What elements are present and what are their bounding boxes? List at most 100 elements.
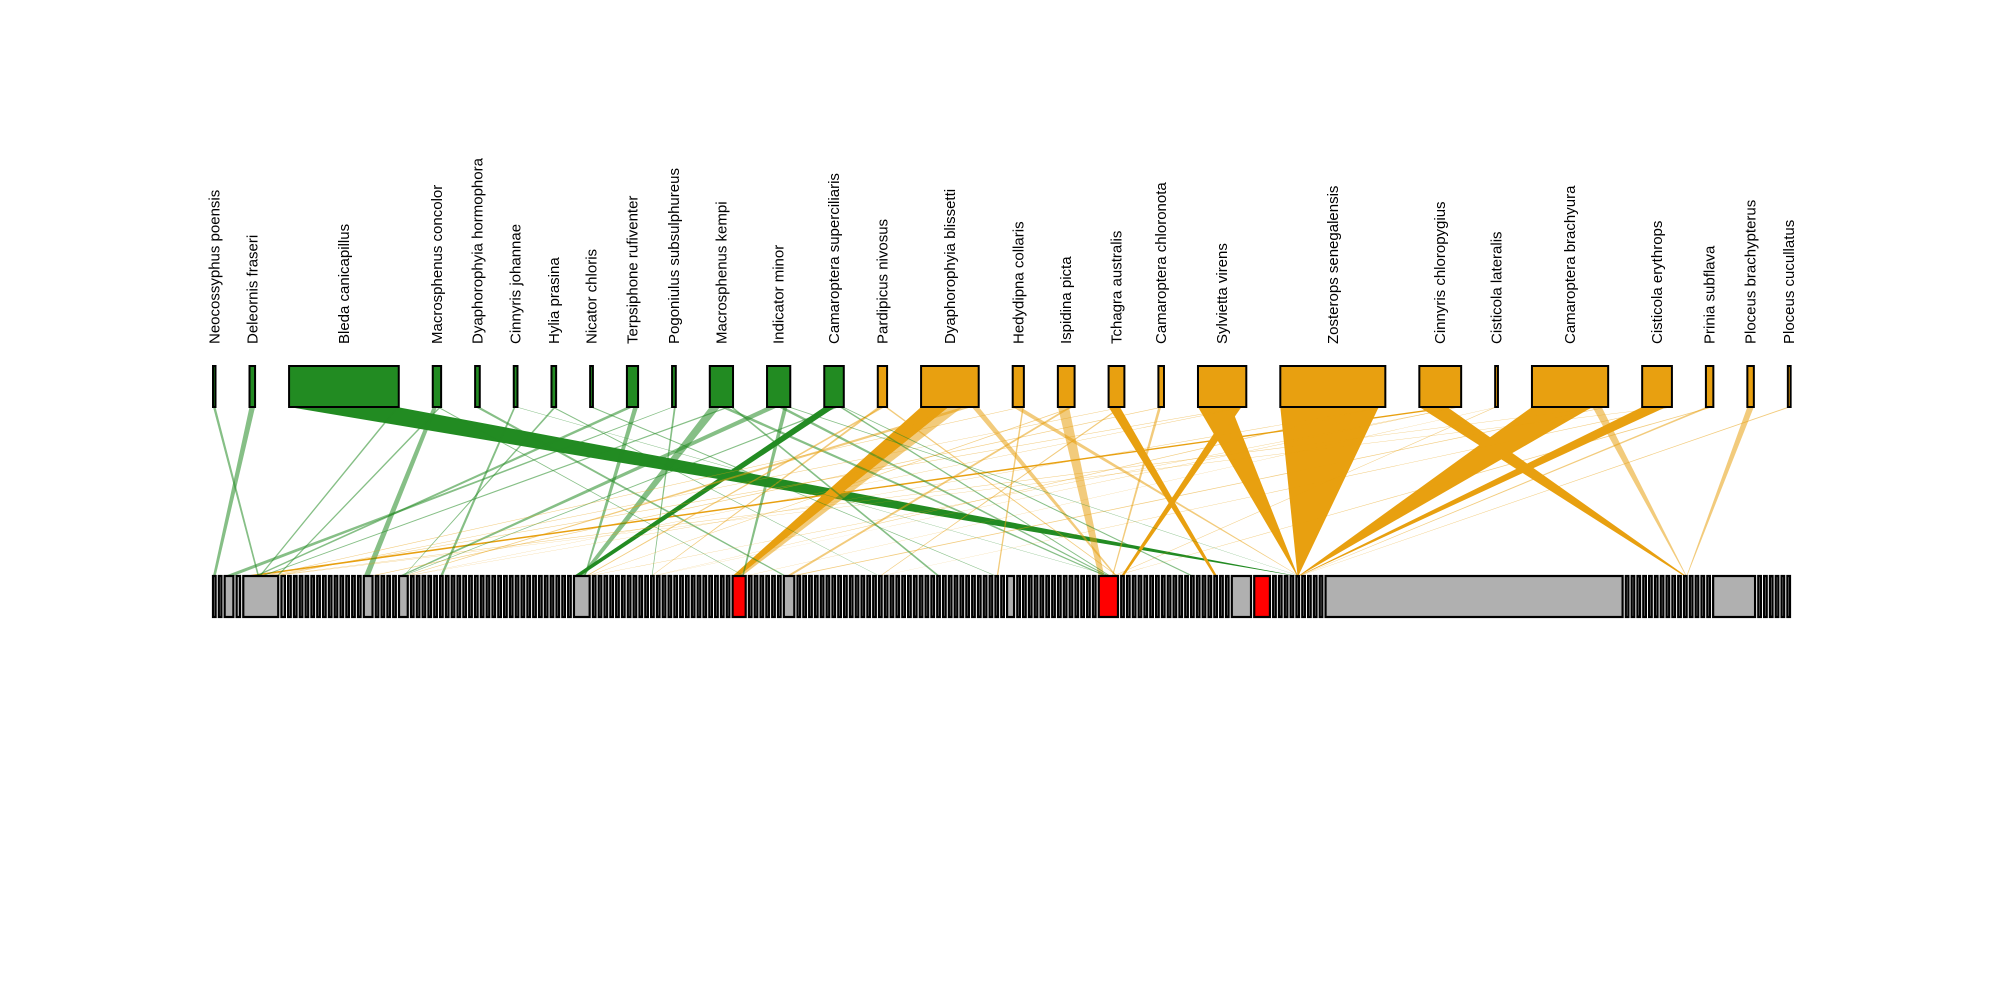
plant-box — [819, 574, 825, 619]
bird-label: Camaroptera superciliaris — [826, 173, 843, 344]
plant-box — [356, 574, 362, 619]
plant-box — [1301, 574, 1306, 619]
plant-box — [321, 574, 327, 619]
bird-label: Zosterops senegalensis — [1325, 186, 1342, 344]
plant-box — [1137, 574, 1143, 619]
interaction-link — [405, 407, 1386, 576]
interaction-link — [841, 407, 1194, 576]
plant-box — [1224, 574, 1230, 619]
interaction-link — [403, 407, 557, 576]
plant-box — [1213, 574, 1219, 619]
bird-label: Dyaphorophyia blissetti — [942, 189, 959, 344]
plant-box — [872, 574, 877, 619]
plant-box — [1195, 574, 1201, 619]
bird-label: Pardipicus nivosus — [874, 219, 891, 344]
plant-box — [479, 574, 485, 619]
plant-box — [1039, 574, 1045, 619]
interaction-link — [880, 407, 1672, 576]
plant-box — [684, 574, 690, 619]
plant-box — [339, 574, 345, 619]
interaction-link — [260, 407, 731, 576]
bird-label: Pogoniulus subsulphureus — [666, 168, 683, 344]
interaction-link — [213, 407, 256, 576]
plant-box — [235, 574, 242, 619]
interaction-link — [587, 407, 1075, 576]
interaction-link — [271, 407, 1670, 576]
plant-box — [936, 574, 941, 619]
bird-label: Prinia subflava — [1702, 245, 1719, 344]
plant-box — [994, 574, 1000, 619]
bird-box — [708, 365, 735, 408]
bird-box — [1641, 365, 1673, 408]
plant-box — [549, 574, 555, 619]
plant-box — [644, 574, 649, 619]
plant-box — [714, 574, 719, 619]
plant-box — [1757, 574, 1762, 619]
interaction-link — [884, 407, 1118, 576]
plant-box — [1706, 574, 1712, 619]
interaction-link — [436, 407, 745, 576]
plant-box — [649, 574, 655, 619]
plant-box — [1624, 574, 1630, 619]
plant-box — [1086, 574, 1091, 619]
plant-box — [1045, 574, 1051, 619]
plant-box — [397, 574, 409, 619]
interaction-link — [777, 407, 1110, 576]
plant-box — [1630, 574, 1636, 619]
plant-box — [813, 574, 819, 619]
plant-box — [1120, 574, 1125, 619]
plant-box — [696, 574, 702, 619]
bird-box — [1011, 365, 1025, 408]
bird-box — [1418, 365, 1463, 408]
plant-box — [1143, 574, 1149, 619]
plant-box — [837, 574, 842, 619]
plant-box — [211, 574, 217, 619]
interaction-link — [213, 407, 260, 576]
interaction-link — [263, 407, 1023, 576]
plant-box — [1653, 574, 1659, 619]
plant-box — [1768, 574, 1774, 619]
interaction-link — [720, 407, 1108, 576]
bird-box — [589, 365, 594, 408]
plant-box — [854, 574, 860, 619]
plant-box — [1021, 574, 1027, 619]
bird-box — [823, 365, 845, 408]
plant-box — [502, 574, 508, 619]
plant-box — [1201, 574, 1207, 619]
plant-box — [1677, 574, 1682, 619]
plant-box — [702, 574, 708, 619]
interaction-link — [590, 407, 997, 576]
bird-label: Hylia prasina — [546, 257, 563, 344]
interaction-links — [213, 407, 1791, 576]
plant-box — [374, 574, 380, 619]
plant-box — [603, 574, 609, 619]
bird-box — [920, 365, 980, 408]
plant-box — [572, 574, 591, 619]
plant-box — [620, 574, 626, 619]
bird-label: Camaroptera brachyura — [1562, 185, 1579, 344]
plant-box-highlight — [731, 574, 747, 619]
plant-box — [1051, 574, 1056, 619]
plant-box — [485, 574, 491, 619]
plant-box — [421, 574, 427, 619]
bird-box — [212, 365, 217, 408]
plant-box — [1712, 574, 1757, 619]
plant-box — [292, 574, 298, 619]
plant-box — [1005, 574, 1016, 619]
interaction-link — [268, 407, 1606, 576]
interaction-link — [551, 407, 880, 576]
plant-box — [759, 574, 765, 619]
plant-box — [848, 574, 854, 619]
plant-box — [462, 574, 468, 619]
plant-box — [409, 574, 415, 619]
plant-box — [747, 574, 753, 619]
plant-box — [561, 574, 567, 619]
plant-box — [591, 574, 597, 619]
bird-box — [431, 365, 443, 408]
plant-box — [468, 574, 473, 619]
plant-box — [1277, 574, 1283, 619]
plant-box — [825, 574, 831, 619]
interaction-link — [790, 407, 1609, 576]
bird-label: Camaroptera chloronota — [1153, 182, 1170, 344]
bird-box — [766, 365, 792, 408]
